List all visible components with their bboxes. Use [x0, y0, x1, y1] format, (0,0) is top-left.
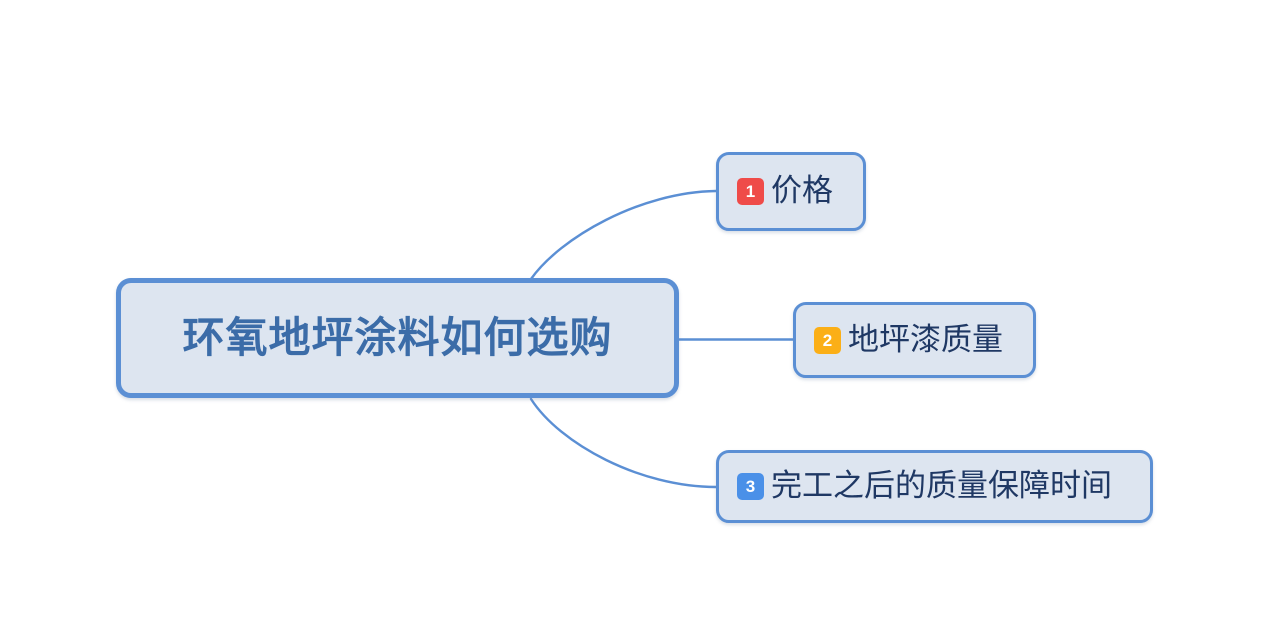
branch-3-number-badge: 3	[737, 473, 764, 500]
branch-1-label: 价格	[771, 173, 833, 209]
branch-1-number-badge: 1	[737, 178, 764, 205]
connector-to-branch-1	[529, 189, 718, 281]
root-node-label: 环氧地坪涂料如何选购	[182, 314, 613, 361]
branch-2-number-badge: 2	[814, 326, 841, 354]
branch-node-2[interactable]: 2 地坪漆质量	[793, 302, 1036, 378]
branch-node-3[interactable]: 3 完工之后的质量保障时间	[716, 450, 1153, 523]
connector-to-branch-3	[529, 397, 718, 489]
branch-2-label: 地坪漆质量	[848, 321, 1003, 357]
branch-node-1[interactable]: 1 价格	[716, 152, 866, 231]
root-node[interactable]: 环氧地坪涂料如何选购	[116, 278, 679, 398]
branch-3-label: 完工之后的质量保障时间	[771, 468, 1112, 504]
